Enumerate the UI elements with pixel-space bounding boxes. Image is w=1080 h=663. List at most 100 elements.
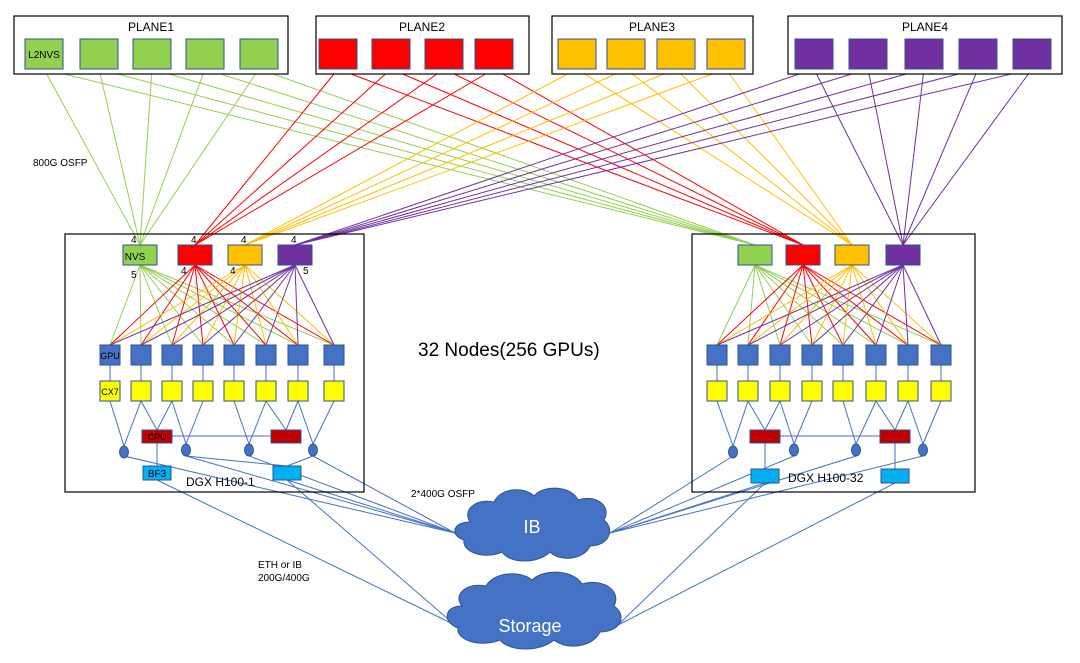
storage-cloud: Storage (446, 571, 622, 650)
plane-switch (24, 38, 64, 70)
plane-switch (1012, 38, 1052, 70)
plane-switch (318, 38, 358, 70)
nvs-gpu-link (265, 264, 296, 346)
nvs-gpu-link (716, 264, 904, 346)
pcie-link (248, 400, 267, 445)
cpu (270, 429, 302, 444)
nvs-gpu-link (842, 264, 904, 346)
cx7-nic (161, 380, 183, 402)
nvs-switch (885, 244, 921, 266)
gpu (223, 344, 245, 366)
pcie-link (286, 455, 314, 467)
nvs-switch (785, 244, 821, 266)
cx7-nic (706, 380, 728, 402)
plane-switch (706, 38, 746, 70)
nvs-switch (277, 244, 313, 266)
pcie-link (233, 400, 250, 445)
plane-link (294, 68, 1033, 246)
cx7-nic (192, 380, 214, 402)
plane-link (294, 68, 869, 246)
nvs-gpu-link (754, 264, 813, 346)
network-link (617, 482, 896, 626)
nvs-gpu-link (294, 264, 299, 346)
gpu (255, 344, 277, 366)
pcie-link (285, 400, 299, 431)
plane-link (194, 68, 445, 246)
bf3-dpu (142, 465, 172, 481)
plane-switches: L2NVS (24, 38, 1052, 70)
gpu (161, 344, 183, 366)
pcie-link (185, 400, 204, 445)
cx7-nic (801, 380, 823, 402)
network-link (286, 479, 456, 626)
eth-ib-label-line1: ETH or IB (258, 560, 302, 571)
cpu (749, 429, 781, 444)
gpu (737, 344, 759, 366)
cx7-nic (255, 380, 277, 402)
plane-link (258, 68, 756, 246)
nvs-gpu-link (233, 264, 246, 346)
nvs-gpu-link (139, 264, 335, 346)
port-count-nvs-top: 4 (131, 235, 137, 246)
nvs-gpu-link (747, 264, 804, 346)
nvs-switch (177, 244, 213, 266)
nvs-gpu-link (811, 264, 904, 346)
pcie-switch (728, 445, 738, 459)
cx7-nic (737, 380, 759, 402)
dgx-left-title: DGX H100-1 (186, 475, 255, 489)
dgx-node-right-box (691, 233, 976, 493)
ib-cloud-shape (454, 487, 611, 562)
osfp-800g-label: 800G OSFP (33, 158, 88, 169)
cx7-nic (930, 380, 952, 402)
pcie-link (764, 400, 781, 431)
nvs-switch (122, 244, 158, 266)
plane-link (244, 68, 727, 246)
network-link (286, 479, 456, 534)
nvs-label: NVS (125, 252, 146, 263)
plane-link (902, 68, 1033, 246)
port-count-purple-bottom: 5 (303, 266, 309, 277)
nvs-gpu-link (233, 264, 296, 346)
nvs-gpu-link (875, 264, 904, 346)
plane-link (625, 68, 853, 246)
gpu-label: GPU (100, 351, 120, 361)
pcie-link (732, 400, 749, 447)
pcie-link (747, 400, 766, 431)
pcie-link (875, 400, 896, 431)
plane-link (902, 68, 925, 246)
nvs-gpu-link (140, 264, 296, 346)
nvs-gpu-link (851, 264, 942, 346)
nvs-gpu-link (747, 264, 853, 346)
gpu (865, 344, 887, 366)
cx7-nic (130, 380, 152, 402)
nvs-gpu-link (109, 264, 296, 346)
bf3-label: BF3 (148, 469, 167, 480)
plane-link (675, 68, 853, 246)
nvs-gpu-link (716, 264, 853, 346)
plane-link (294, 68, 925, 246)
nvs-gpu-link (244, 264, 335, 346)
ib-cloud: IB (454, 487, 611, 562)
nvs-gpu-link (171, 264, 296, 346)
pcie-switch (851, 443, 861, 457)
plane-4-title: PLANE4 (902, 20, 948, 34)
plane-3-title: PLANE3 (629, 20, 675, 34)
pcie-switch (181, 443, 191, 457)
nvs-gpu-link (754, 264, 781, 346)
plane-switch (239, 38, 279, 70)
nvs-gpu-link (194, 264, 204, 346)
nvs-gpu-link (202, 264, 246, 346)
plane-link (98, 68, 756, 246)
plane-link (813, 68, 904, 246)
pcie-link (265, 400, 287, 431)
nvs-gpu-link (902, 264, 942, 346)
plane-link (204, 68, 756, 246)
storage-cloud-label: Storage (498, 616, 561, 636)
dgx-node-left-box (64, 233, 365, 493)
nvs-gpu-link (779, 264, 853, 346)
plane-link (194, 68, 495, 246)
ib-cloud-label: IB (523, 517, 540, 537)
nvs-gpu-link (811, 264, 853, 346)
